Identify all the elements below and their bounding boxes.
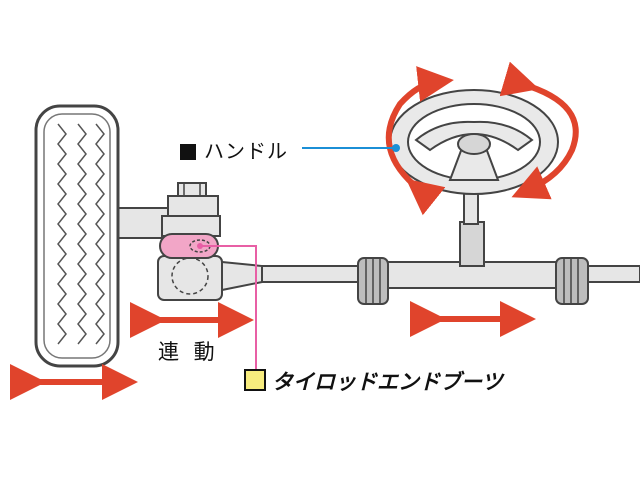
- handle-marker-icon: [180, 144, 196, 160]
- handle-label-text: ハンドル: [204, 139, 288, 163]
- rack-boot-right: [555, 257, 589, 305]
- tie-rod-end-boot-label-text: タイロッドエンドブーツ: [272, 370, 503, 394]
- boot-marker-icon: [244, 369, 266, 391]
- tie-rod-end: [157, 182, 263, 301]
- boot-leader-dot: [197, 243, 203, 249]
- linked-motion-label: 連 動: [158, 340, 219, 364]
- steering-wheel: [389, 89, 559, 195]
- tire: [34, 104, 120, 368]
- handle-leader-dot: [392, 144, 400, 152]
- rotation-arrows: [385, 61, 579, 216]
- handle-label: ハンドル: [180, 135, 288, 164]
- tie-rod-end-boot-label: タイロッドエンドブーツ: [244, 366, 503, 396]
- rack-boot-left: [357, 257, 389, 305]
